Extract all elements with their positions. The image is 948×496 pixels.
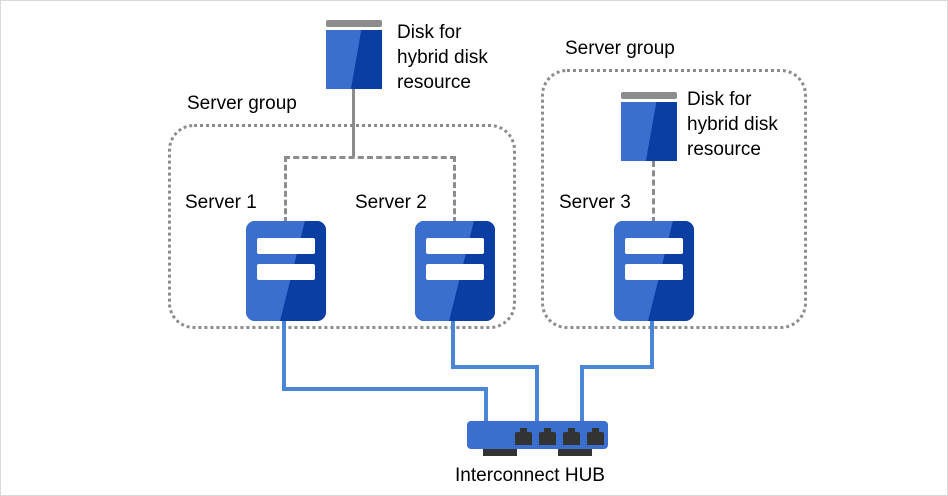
disk-server3-label: Disk for hybrid disk resource	[687, 89, 778, 160]
disk-body	[326, 30, 382, 89]
hub-foot-right	[558, 447, 592, 456]
server-1-slot-bottom	[257, 264, 315, 280]
hub-port-3	[563, 428, 580, 445]
server-2-label: Server 2	[355, 192, 427, 213]
hub-port-1	[515, 428, 532, 445]
server-3-slot-top	[625, 238, 683, 254]
hub-port-2	[539, 428, 556, 445]
server-group-left-box	[168, 124, 516, 329]
disk-icon-server3[interactable]	[621, 92, 677, 161]
hub-foot-left	[483, 447, 517, 456]
server-1-icon[interactable]	[246, 221, 326, 321]
network-line-server1-down	[282, 321, 286, 391]
server-group-right-label: Server group	[565, 38, 675, 59]
server-group-right-box	[541, 69, 807, 329]
server-1-slot-top	[257, 238, 315, 254]
network-line-server3-to-hub	[580, 365, 584, 423]
network-line-server1-across	[282, 387, 488, 391]
disk-cap	[326, 20, 382, 27]
interconnect-hub-icon[interactable]	[467, 421, 608, 456]
disk-shared-label: Disk for hybrid disk resource	[397, 22, 488, 93]
server-2-icon[interactable]	[415, 221, 495, 321]
server-2-slot-bottom	[426, 264, 484, 280]
network-line-server3-across	[580, 365, 654, 369]
disk-shared-branch-to-server1	[284, 156, 287, 223]
network-line-server2-down	[451, 321, 455, 369]
network-line-server2-across	[451, 365, 539, 369]
hub-body	[467, 421, 608, 449]
disk-shared-branch-to-server2	[453, 156, 456, 223]
disk-shared-stem	[352, 89, 355, 157]
network-line-server2-to-hub	[535, 365, 539, 423]
hub-port-4	[587, 428, 604, 445]
interconnect-hub-label: Interconnect HUB	[455, 465, 605, 486]
server-1-label: Server 1	[185, 192, 257, 213]
server-3-label: Server 3	[559, 192, 631, 213]
disk-sheen	[326, 30, 382, 89]
server-2-slot-top	[426, 238, 484, 254]
disk-server3-sheen	[621, 102, 677, 161]
network-line-server1-to-hub	[484, 387, 488, 423]
network-line-server3-down	[650, 321, 654, 369]
disk-shared-branch-horizontal	[284, 156, 456, 159]
disk-icon-shared[interactable]	[326, 20, 382, 89]
server-group-left-label: Server group	[187, 93, 297, 114]
disk-server3-body	[621, 102, 677, 161]
disk-server3-cap	[621, 92, 677, 99]
disk-server3-connector	[652, 161, 655, 223]
server-3-icon[interactable]	[614, 221, 694, 321]
server-3-slot-bottom	[625, 264, 683, 280]
